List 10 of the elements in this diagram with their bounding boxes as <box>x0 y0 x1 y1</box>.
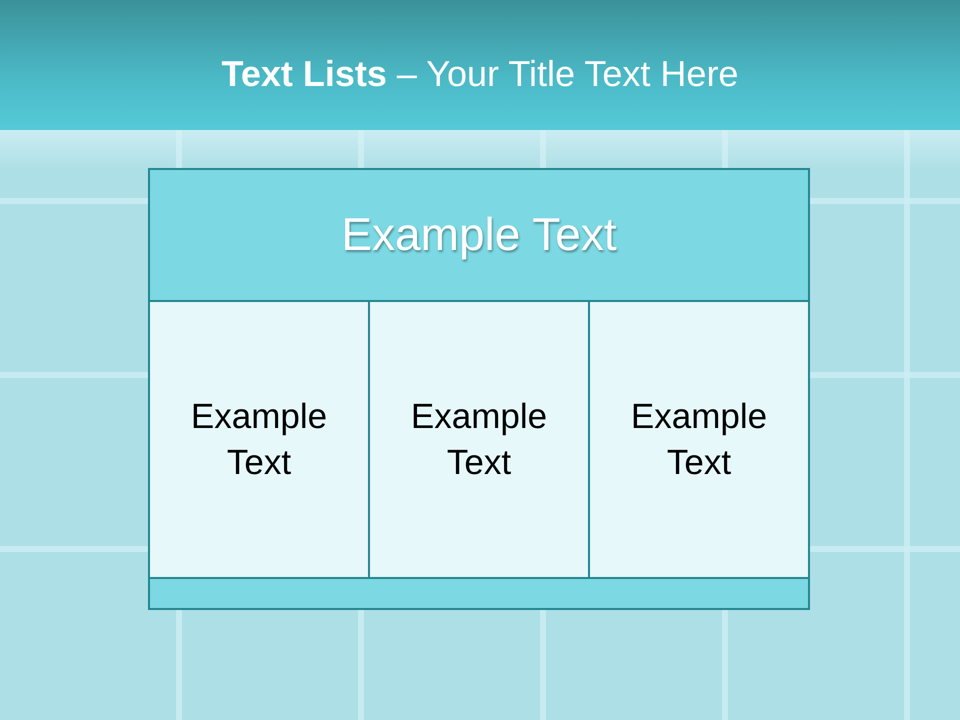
cell-text: Example Text <box>190 396 328 484</box>
cell-text: Example Text <box>410 396 548 484</box>
table-cell <box>148 300 370 579</box>
header-text: Example Text <box>341 207 617 262</box>
table-cell <box>368 300 590 579</box>
header-band <box>148 168 810 302</box>
table-cell <box>588 300 810 579</box>
footer-bar <box>148 577 810 610</box>
cell-text: Example Text <box>630 396 768 484</box>
slide-title: Text Lists – Your Title Text Here <box>220 52 740 96</box>
